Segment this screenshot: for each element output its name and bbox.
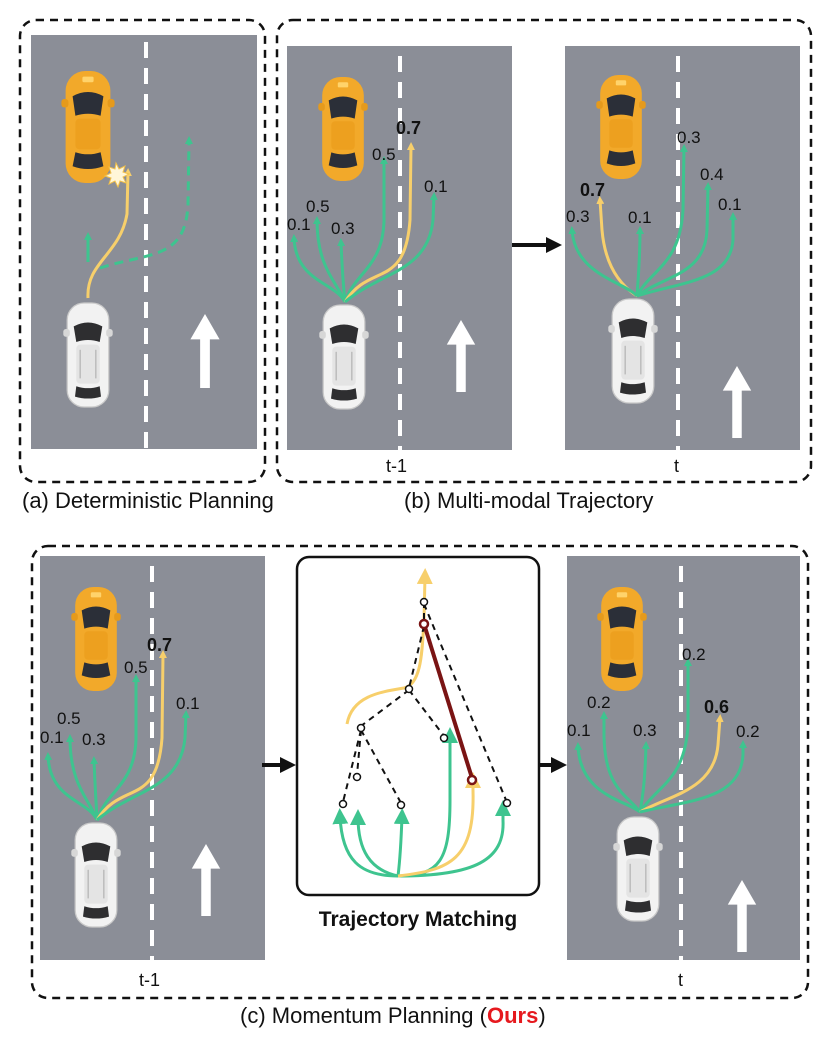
panel-b-left-road: 0.7 0.5 0.1 0.5 0.1 0.3 <box>287 46 512 450</box>
trajectory-matching-box <box>295 555 541 897</box>
ego-car-icon <box>607 298 659 404</box>
ego-car-icon <box>62 302 114 408</box>
caption-b: (b) Multi-modal Trajectory <box>404 488 653 513</box>
prob-label: 0.3 <box>566 207 590 226</box>
taxi-icon <box>61 71 115 183</box>
prob-label: 0.5 <box>57 709 81 728</box>
prob-label: 0.1 <box>567 721 591 740</box>
transition-arrow-icon <box>539 757 567 773</box>
prob-label: 0.2 <box>587 693 611 712</box>
prob-label: 0.7 <box>580 180 605 200</box>
panel-c-right-road: 0.2 0.2 0.6 0.1 0.3 0.2 <box>567 556 800 960</box>
time-label: t <box>674 456 679 476</box>
time-label: t <box>678 970 683 990</box>
panel-c-left-road: 0.7 0.5 0.1 0.5 0.1 0.3 <box>40 556 265 960</box>
transition-arrow-icon <box>262 757 296 773</box>
ego-car-icon <box>318 304 370 410</box>
taxi-icon <box>596 75 646 179</box>
time-label: t-1 <box>386 456 407 476</box>
collision-trajectory <box>86 168 132 299</box>
prob-label: 0.1 <box>718 195 742 214</box>
panel-b-right-road: 0.3 0.4 0.7 0.3 0.1 0.1 <box>565 46 800 450</box>
trajectory-fan <box>568 144 737 298</box>
prob-label: 0.1 <box>40 728 64 747</box>
ego-car-icon <box>612 816 664 922</box>
ego-car-icon <box>70 822 122 928</box>
frame-b <box>275 18 813 484</box>
taxi-icon <box>71 587 121 691</box>
prob-label: 0.2 <box>736 722 760 741</box>
taxi-icon <box>597 587 647 691</box>
prob-label: 0.6 <box>704 697 729 717</box>
caption-c-ours: Ours <box>487 1003 538 1028</box>
prob-label: 0.1 <box>628 208 652 227</box>
caption-c-suffix: ) <box>538 1003 545 1028</box>
prob-label: 0.2 <box>682 645 706 664</box>
prob-label: 0.5 <box>124 658 148 677</box>
frame-a <box>18 18 267 484</box>
caption-c: (c) Momentum Planning (Ours) <box>240 1003 546 1028</box>
taxi-icon <box>318 77 368 181</box>
prob-label: 0.3 <box>677 128 701 147</box>
prob-label: 0.3 <box>633 721 657 740</box>
prob-label: 0.3 <box>82 730 106 749</box>
prob-label: 0.1 <box>176 694 200 713</box>
collision-burst-icon <box>103 161 131 189</box>
caption-c-prefix: (c) Momentum Planning ( <box>240 1003 488 1028</box>
matching-title: Trajectory Matching <box>319 908 517 931</box>
time-label: t-1 <box>139 970 160 990</box>
prob-label: 0.1 <box>287 215 311 234</box>
panel-a-road <box>31 35 257 449</box>
alt-trajectory-dashed <box>99 136 193 270</box>
transition-arrow-icon <box>512 237 562 253</box>
prob-label: 0.7 <box>147 635 172 655</box>
trajectory-fan <box>574 658 747 814</box>
prob-label: 0.5 <box>306 197 330 216</box>
trajectory-fan <box>290 142 438 304</box>
prob-label: 0.7 <box>396 118 421 138</box>
prob-label: 0.4 <box>700 165 724 184</box>
prob-label: 0.3 <box>331 219 355 238</box>
trajectory-fan <box>44 650 190 822</box>
matching-link <box>422 623 474 779</box>
caption-a: (a) Deterministic Planning <box>22 488 274 513</box>
frame-c <box>30 544 810 1000</box>
prob-label: 0.1 <box>424 177 448 196</box>
prob-label: 0.5 <box>372 145 396 164</box>
